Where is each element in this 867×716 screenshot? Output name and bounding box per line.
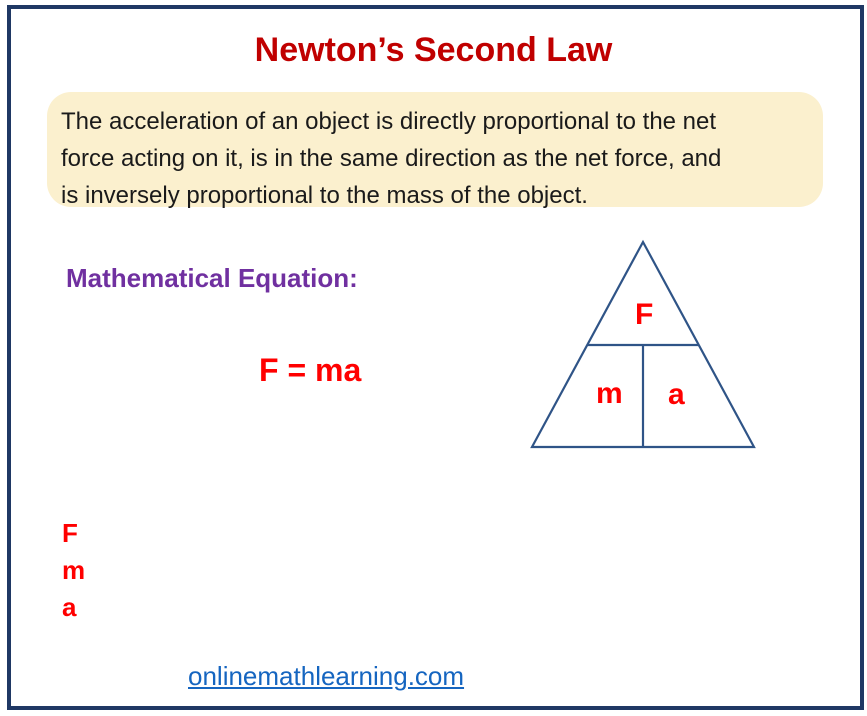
triangle-force-label: F [635, 298, 654, 331]
triangle-mass-label: m [596, 377, 623, 410]
formula-triangle-diagram [530, 239, 756, 449]
legend-force-letter: F [62, 518, 78, 548]
legend-mass-letter: m [62, 555, 86, 585]
triangle-acceleration-label: a [668, 378, 685, 411]
formula-text: F = ma [259, 352, 362, 388]
poster-border-frame [7, 5, 864, 710]
page-title: Newton’s Second Law [254, 31, 613, 69]
variable-legend: F m a [62, 515, 85, 626]
onlinemathlearning-link[interactable]: onlinemathlearning.com [188, 661, 465, 691]
legend-acceleration-letter: a [62, 592, 77, 622]
definition-line-2: force acting on it, is in the same direc… [61, 145, 722, 172]
mathematical-equation-label: Mathematical Equation: [66, 263, 358, 293]
definition-line-3: is inversely proportional to the mass of… [61, 182, 588, 209]
definition-line-1: The acceleration of an object is directl… [61, 108, 717, 135]
definition-box: The acceleration of an object is directl… [47, 92, 823, 209]
